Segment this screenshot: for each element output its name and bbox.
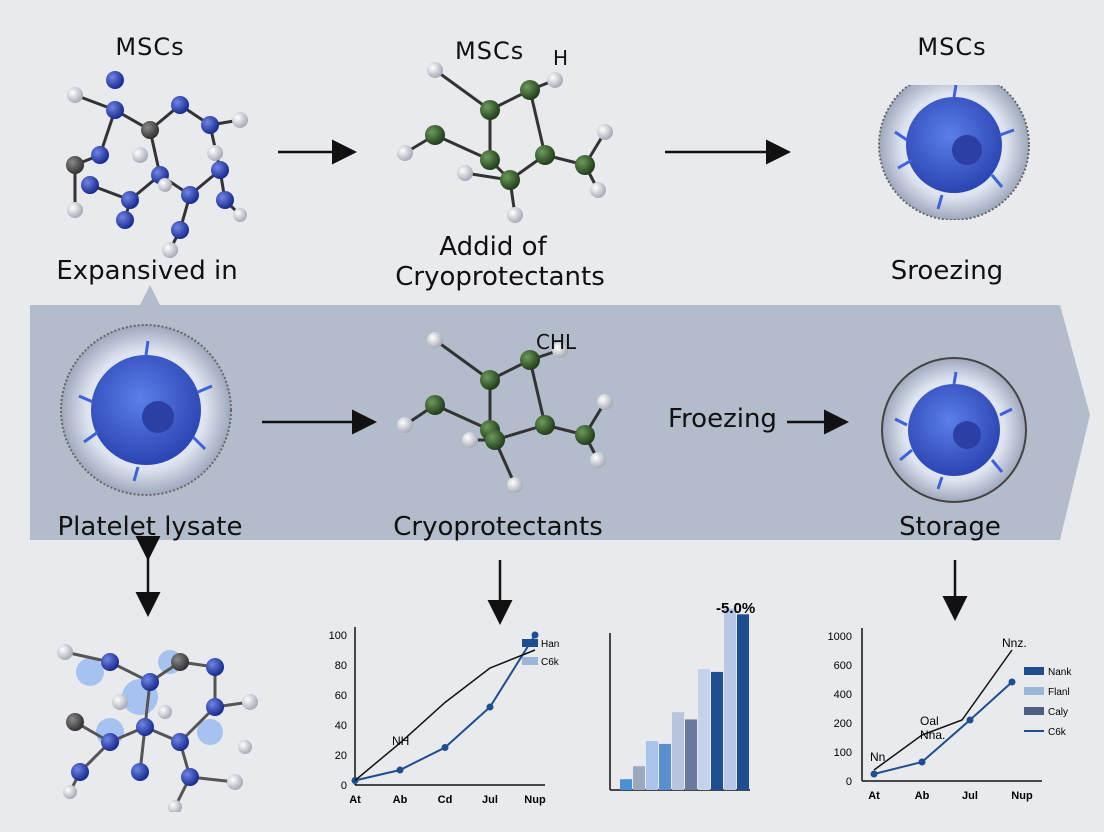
- molecule-label: CHL: [536, 330, 577, 354]
- molecule-network-bottom-left: [57, 644, 258, 812]
- top-middle-title-suffix: H: [553, 46, 569, 70]
- bar: [724, 608, 736, 790]
- cell-middle-right: [881, 357, 1027, 503]
- x-tick-label: Nup: [524, 794, 546, 806]
- legend-label: C6k: [541, 657, 560, 668]
- middle-center-caption: Cryoprotectants: [393, 512, 603, 542]
- chart-annotation: NH: [392, 734, 409, 748]
- y-tick-label: 600: [834, 660, 852, 672]
- data-point: [441, 744, 449, 751]
- chart-annotation: Nna.: [920, 728, 945, 742]
- data-point: [486, 703, 494, 711]
- molecule-network-top-left: [66, 71, 248, 258]
- y-tick-label: 40: [335, 720, 347, 732]
- data-point: [966, 716, 974, 724]
- molecule-chain-top-middle: [397, 62, 613, 223]
- x-tick-label: Cd: [438, 794, 453, 806]
- legend-label: Caly: [1048, 707, 1068, 718]
- bar: [646, 741, 658, 790]
- x-tick-label: Ab: [393, 794, 408, 806]
- bar-chart-middle: -5.0%: [609, 600, 755, 791]
- bar: [633, 766, 645, 790]
- y-tick-label: 400: [834, 689, 852, 701]
- legend-label: Hank: [541, 639, 560, 650]
- x-tick-label: At: [868, 790, 880, 802]
- cell-middle-left: [60, 324, 232, 496]
- chart-annotation: -5.0%: [716, 600, 755, 617]
- data-point: [396, 766, 404, 774]
- y-tick-label: 0: [341, 780, 347, 792]
- y-tick-label: 100: [834, 747, 852, 759]
- chart-annotation: Nnz.: [1002, 636, 1027, 650]
- legend-swatch: [1024, 667, 1044, 675]
- series-line: [873, 649, 1013, 771]
- legend-swatch: [522, 639, 538, 647]
- legend-swatch: [1024, 707, 1044, 715]
- x-tick-label: At: [349, 794, 361, 806]
- bar: [659, 743, 671, 790]
- bar: [737, 614, 749, 790]
- x-tick-label: Ab: [915, 790, 930, 802]
- legend-label: C6k: [1048, 727, 1067, 738]
- y-tick-label: 100: [329, 630, 347, 642]
- legend-swatch: [1024, 687, 1044, 695]
- top-right-title: MSCs: [917, 33, 987, 61]
- y-tick-label: 0: [846, 776, 852, 788]
- x-tick-label: Jul: [962, 790, 978, 802]
- data-point: [1008, 678, 1016, 686]
- y-tick-label: 200: [834, 718, 852, 730]
- x-tick-label: Nup: [1011, 790, 1033, 802]
- data-point: [870, 770, 878, 778]
- data-point: [531, 631, 539, 639]
- top-middle-caption-1: Addid of: [439, 232, 547, 262]
- y-tick-label: 80: [335, 660, 347, 672]
- top-middle-title: MSCs: [455, 37, 525, 65]
- y-tick-label: 1000: [828, 631, 852, 643]
- bar: [698, 669, 710, 790]
- data-point: [918, 758, 926, 766]
- middle-right-caption: Storage: [899, 512, 1001, 542]
- series-line: [354, 649, 536, 782]
- middle-left-caption: Platelet lysate: [57, 512, 243, 542]
- chart-annotation: Oal: [920, 714, 939, 728]
- bar: [672, 712, 684, 790]
- bar: [620, 779, 632, 790]
- legend-label: Flanl: [1048, 687, 1070, 698]
- series-line: [873, 681, 1013, 775]
- top-left-caption: Expansived in: [56, 256, 238, 286]
- bar: [711, 671, 723, 790]
- y-tick-label: 20: [335, 750, 347, 762]
- x-tick-label: Jul: [482, 794, 498, 806]
- chart-annotation: Nn: [870, 750, 885, 764]
- top-left-title: MSCs: [115, 33, 185, 61]
- legend-swatch: [522, 657, 538, 665]
- legend-label: Nank: [1048, 667, 1072, 678]
- bar: [685, 719, 697, 790]
- freezing-arrow-label: Froezing: [668, 404, 777, 434]
- y-tick-label: 60: [335, 690, 347, 702]
- molecule-chain-middle: [397, 332, 613, 493]
- cell-top-right: [878, 85, 1030, 220]
- top-right-caption: Sroezing: [890, 256, 1004, 286]
- top-middle-caption-2: Cryoprotectants: [395, 262, 605, 292]
